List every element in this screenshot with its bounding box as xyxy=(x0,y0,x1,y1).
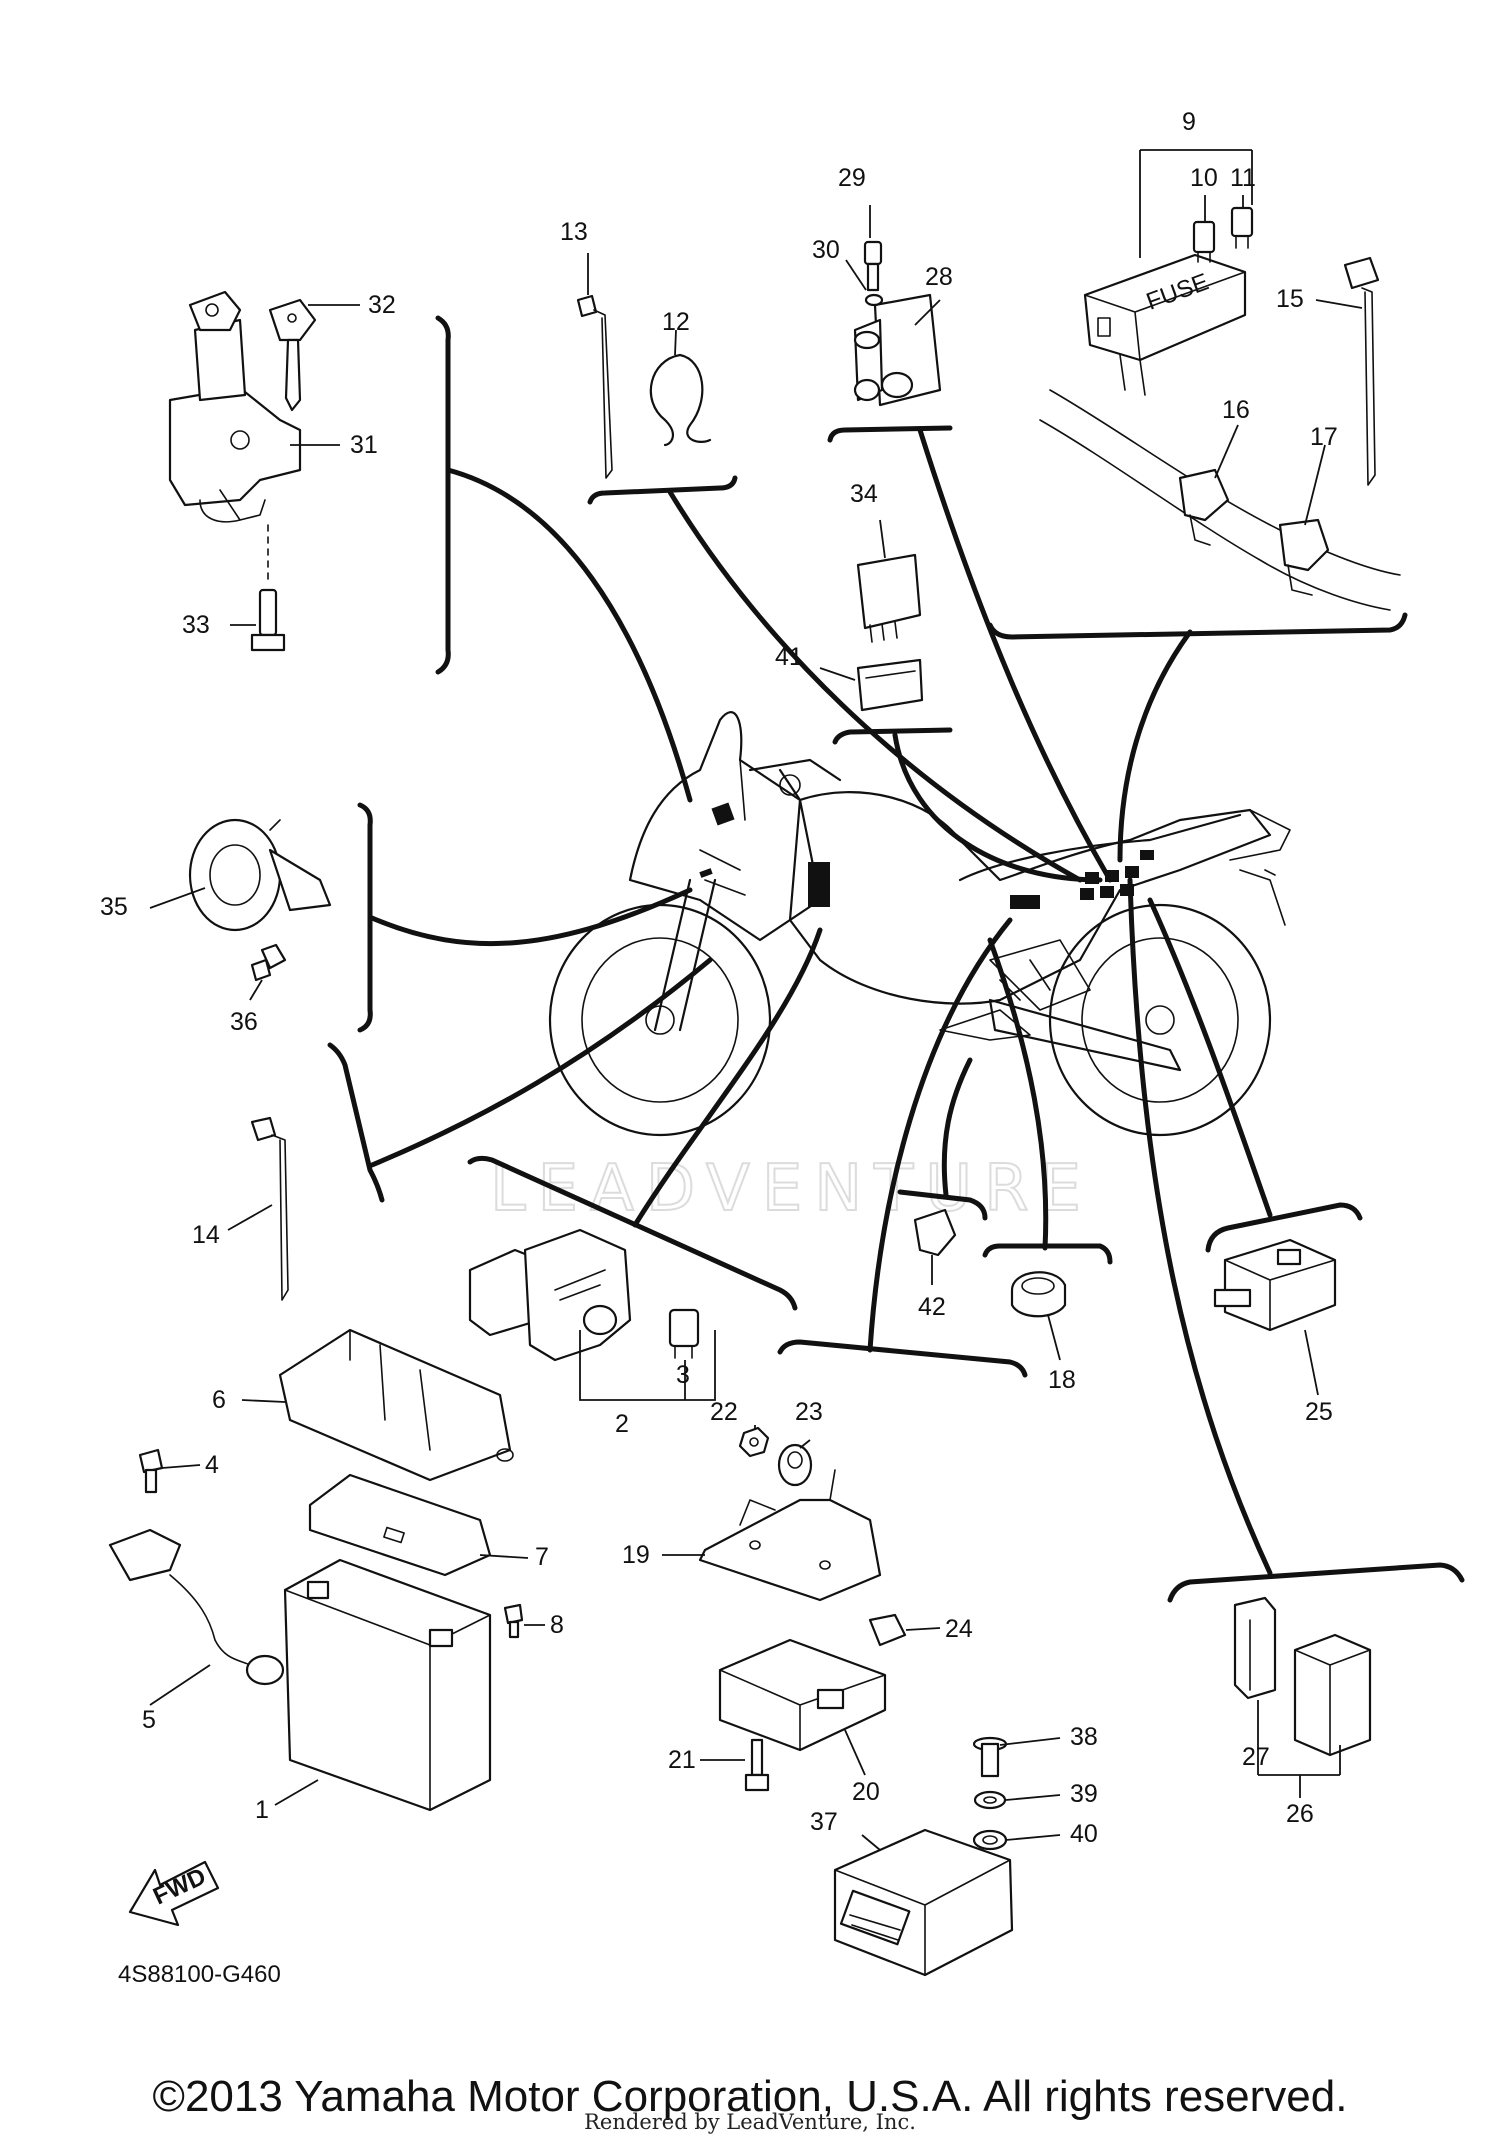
cable-tie-13 xyxy=(576,294,613,479)
key-32 xyxy=(268,298,317,412)
callout-3: 3 xyxy=(676,1361,690,1389)
grouping-brackets xyxy=(327,315,1465,1603)
callout-28: 28 xyxy=(925,263,953,291)
callout-23: 23 xyxy=(795,1398,823,1426)
bolt-8 xyxy=(503,1603,524,1639)
cover-41 xyxy=(856,658,924,712)
fuse-box-9: FUSE xyxy=(1083,253,1247,396)
horn-35 xyxy=(188,818,332,932)
relay-28 xyxy=(853,293,942,407)
grommet-18 xyxy=(1010,1271,1067,1318)
fwd-arrow-icon: FWD xyxy=(128,1860,220,1927)
clamp-16 xyxy=(1178,468,1230,546)
bolt-21 xyxy=(744,1738,770,1792)
callout-24: 24 xyxy=(945,1615,973,1643)
relay-25 xyxy=(1213,1238,1337,1332)
callout-40: 40 xyxy=(1070,1820,1098,1848)
callout-16: 16 xyxy=(1222,396,1250,424)
callout-27: 27 xyxy=(1242,1743,1270,1771)
clip-24 xyxy=(868,1613,907,1647)
leader-lines xyxy=(149,149,1363,1851)
callout-6: 6 xyxy=(212,1386,226,1414)
clip-12 xyxy=(649,353,712,447)
fuse-10 xyxy=(1192,220,1216,263)
callout-42: 42 xyxy=(918,1293,946,1321)
battery-1 xyxy=(283,1558,492,1812)
fuse-11 xyxy=(1230,206,1254,249)
battery-cover-6 xyxy=(278,1328,514,1482)
battery-band-7 xyxy=(308,1473,492,1577)
washer-39 xyxy=(973,1790,1007,1810)
callout-9: 9 xyxy=(1182,108,1196,136)
cable-tie-14 xyxy=(250,1116,289,1301)
reference-code: 4S88100-G460 xyxy=(118,1961,281,1988)
callout-20: 20 xyxy=(852,1778,880,1806)
motorcycle-illustration xyxy=(548,711,1291,1137)
callout-25: 25 xyxy=(1305,1398,1333,1426)
callout-4: 4 xyxy=(205,1451,219,1479)
callout-41: 41 xyxy=(775,643,803,671)
callout-37: 37 xyxy=(810,1808,838,1836)
callout-35: 35 xyxy=(100,893,128,921)
callout-14: 14 xyxy=(192,1221,220,1249)
starter-relay-2 xyxy=(468,1228,632,1362)
callout-33: 33 xyxy=(182,611,210,639)
bolt-4 xyxy=(138,1448,164,1494)
callout-18: 18 xyxy=(1048,1366,1076,1394)
relay-34 xyxy=(856,553,922,643)
callout-5: 5 xyxy=(142,1706,156,1734)
callout-31: 31 xyxy=(350,431,378,459)
callout-labels: 1 2 3 4 5 6 7 8 9 10 11 12 13 14 15 16 1… xyxy=(100,108,1338,1848)
watermark: LEADVENTURE xyxy=(490,1152,1093,1226)
callout-21: 21 xyxy=(668,1746,696,1774)
callout-8: 8 xyxy=(550,1611,564,1639)
nut-22 xyxy=(738,1426,770,1458)
callout-19: 19 xyxy=(622,1541,650,1569)
cable-tie-15 xyxy=(1343,256,1380,486)
callout-17: 17 xyxy=(1310,423,1338,451)
bolt-29 xyxy=(863,240,883,292)
clamp-17 xyxy=(1278,518,1330,596)
washer-30 xyxy=(864,293,884,307)
callout-22: 22 xyxy=(710,1398,738,1426)
wire-harness xyxy=(1039,389,1401,611)
callout-12: 12 xyxy=(662,308,690,336)
ecu-37 xyxy=(833,1828,1014,1977)
callout-30: 30 xyxy=(812,236,840,264)
rendered-by-credit: Rendered by LeadVenture, Inc. xyxy=(584,2110,916,2134)
washer-40 xyxy=(972,1829,1008,1851)
callout-34: 34 xyxy=(850,480,878,508)
relay-holder-27 xyxy=(1233,1596,1277,1700)
bolt-38 xyxy=(972,1736,1008,1778)
bolt-33 xyxy=(250,524,286,652)
callout-10: 10 xyxy=(1190,164,1218,192)
callout-13: 13 xyxy=(560,218,588,246)
callout-39: 39 xyxy=(1070,1780,1098,1808)
callout-7: 7 xyxy=(535,1543,549,1571)
callout-32: 32 xyxy=(368,291,396,319)
clamp-42 xyxy=(913,1208,957,1257)
damper-23 xyxy=(777,1443,813,1487)
copyright-notice: ©2013 Yamaha Motor Corporation, U.S.A. A… xyxy=(152,2072,1348,2121)
control-unit-20 xyxy=(718,1638,887,1752)
fuse-3 xyxy=(668,1308,700,1359)
key-switch-31 xyxy=(168,290,302,523)
callout-29: 29 xyxy=(838,164,866,192)
callout-38: 38 xyxy=(1070,1723,1098,1751)
bracket-19 xyxy=(698,1469,882,1602)
bolt-36 xyxy=(250,943,287,982)
callout-36: 36 xyxy=(230,1008,258,1036)
callout-15: 15 xyxy=(1276,285,1304,313)
ground-cable-5 xyxy=(108,1528,285,1686)
relay-26 xyxy=(1293,1633,1372,1757)
callout-11: 11 xyxy=(1230,164,1256,192)
callout-26: 26 xyxy=(1286,1800,1314,1828)
callout-2: 2 xyxy=(615,1410,629,1438)
callout-1: 1 xyxy=(255,1796,269,1824)
